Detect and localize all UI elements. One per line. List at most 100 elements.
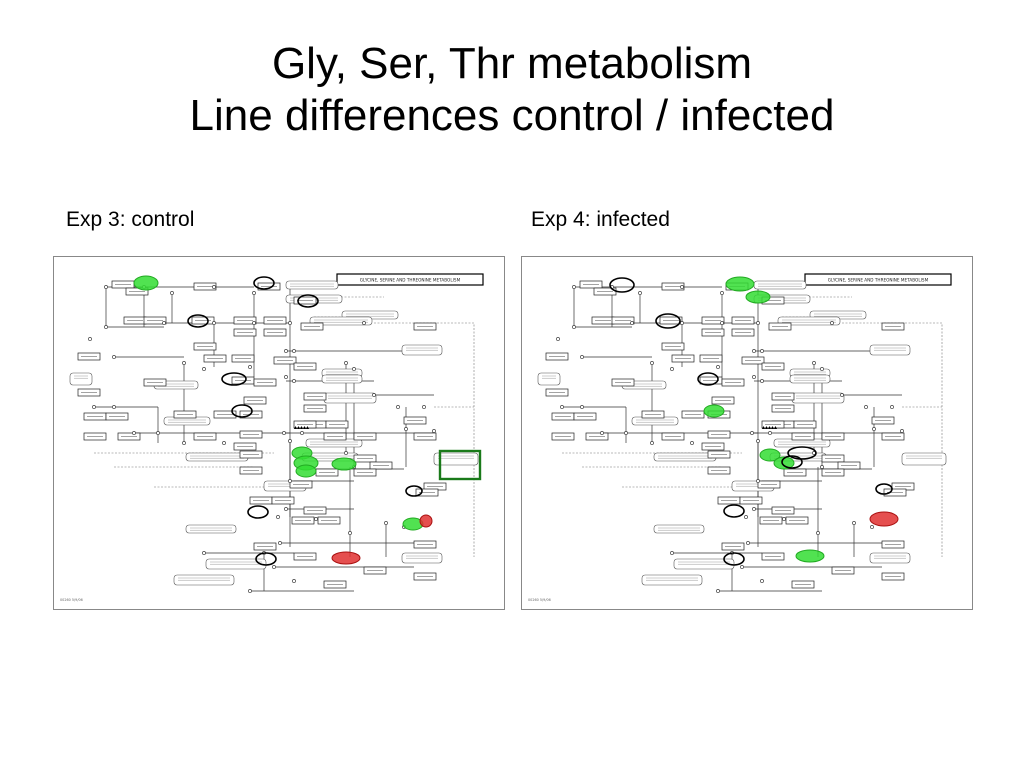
black-circle-highlight [875,483,893,495]
compound-node [372,393,376,397]
map-title: GLYCINE, SERINE AND THREONINE METABOLISM [828,278,929,283]
red-highlight [331,551,361,565]
compound-node [292,349,296,353]
compound-node [362,321,366,325]
compound-node [630,321,634,325]
compound-node [303,426,306,429]
compound-node [284,375,288,379]
compound-node [294,426,297,429]
pathway-map-box [185,524,237,534]
map-title-box: GLYCINE, SERINE AND THREONINE METABOLISM [804,273,952,286]
compound-node [344,451,348,455]
slide-title: Gly, Ser, Thr metabolism Line difference… [0,38,1024,142]
compound-node [600,431,604,435]
pathway-map-infected: GLYCINE, SERINE AND THREONINE METABOLISM… [521,256,973,610]
compound-node [890,405,894,409]
green-highlight [795,549,825,563]
compound-node [222,441,226,445]
compound-node [104,325,108,329]
compound-node [112,405,116,409]
compound-node [765,426,768,429]
compound-node [580,405,584,409]
compound-node [352,367,356,371]
compound-node [812,361,816,365]
compound-node [560,405,564,409]
green-highlight [133,275,159,291]
black-circle-highlight [609,277,635,293]
pathway-map-box [653,452,717,462]
compound-node [820,367,824,371]
black-circle-highlight [231,404,253,418]
compound-node [670,551,674,555]
compound-node [840,393,844,397]
dashed-link [842,322,943,557]
panel-label-control: Exp 3: control [66,208,195,231]
black-circle-highlight [655,313,681,329]
compound-node [112,355,116,359]
green-highlight [773,456,795,470]
black-circle-highlight [297,294,319,308]
compound-node [816,531,820,535]
map-footer: 00260 5/9/06 [528,598,551,602]
compound-node [284,349,288,353]
compound-node [132,431,136,435]
compound-node [650,441,654,445]
compound-node [760,349,764,353]
compound-node [864,405,868,409]
compound-node [760,379,764,383]
title-line-1: Gly, Ser, Thr metabolism [271,39,753,88]
compound-node [820,465,824,469]
pathway-map-box [321,374,363,384]
compound-node [288,439,292,443]
compound-node [752,507,756,511]
compound-node [170,291,174,295]
black-circle-highlight [723,504,745,518]
compound-node [572,325,576,329]
map-title-box: GLYCINE, SERINE AND THREONINE METABOLISM [336,273,484,286]
compound-node [756,479,760,483]
compound-node [572,285,576,289]
compound-node [716,589,720,593]
compound-node [104,285,108,289]
black-circle-highlight [247,505,269,519]
compound-node [272,565,276,569]
pathway-map-box [537,372,561,386]
compound-node [252,291,256,295]
compound-node [756,321,760,325]
green-highlight [331,457,357,471]
compound-node [650,361,654,365]
black-circle-highlight [723,552,745,566]
pathway-map-box [653,524,705,534]
pathway-map-control: GLYCINE, SERINE AND THREONINE METABOLISM… [53,256,505,610]
compound-node [282,431,286,435]
compound-node [638,291,642,295]
compound-node [212,285,216,289]
compound-node [900,429,904,433]
compound-node [404,427,408,431]
compound-node [782,517,786,521]
compound-node [212,321,216,325]
compound-node [432,429,436,433]
green-highlight [745,290,771,304]
pathway-map-box [901,452,947,466]
compound-node [720,291,724,295]
compound-node [580,355,584,359]
pathway-map-box [69,372,93,386]
compound-node [556,337,560,341]
compound-node [768,431,772,435]
compound-node [300,426,303,429]
compound-node [300,431,304,435]
compound-node [870,525,874,529]
compound-node [750,431,754,435]
black-circle-highlight [253,276,275,290]
black-circle-highlight [405,485,423,497]
map-title: GLYCINE, SERINE AND THREONINE METABOLISM [360,278,461,283]
compound-node [88,337,92,341]
black-circle-highlight [697,372,719,386]
red-highlight [419,514,433,528]
compound-node [276,515,280,519]
compound-node [680,285,684,289]
pathway-map-box [185,452,249,462]
pathway-map-svg-infected: GLYCINE, SERINE AND THREONINE METABOLISM… [528,273,952,602]
compound-node [252,321,256,325]
